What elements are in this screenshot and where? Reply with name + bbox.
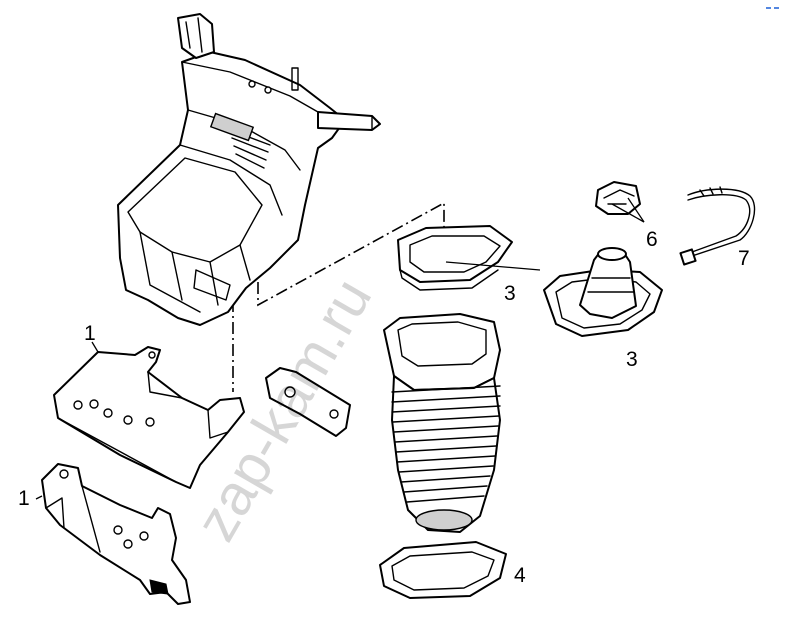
callouts: 1 1 3 3 4 6 7 (18, 228, 750, 587)
leader-lines (35, 197, 645, 500)
callout-7: 7 (738, 247, 750, 270)
callout-1-lower: 1 (18, 487, 30, 510)
callout-1-upper: 1 (84, 322, 96, 345)
gear-boot (543, 247, 663, 337)
callout-6: 6 (646, 228, 658, 251)
callout-4: 4 (514, 564, 526, 587)
bellows-boot (383, 313, 501, 533)
callout-3-frame: 3 (504, 282, 516, 305)
console-housing (117, 13, 381, 326)
clip-6 (595, 181, 641, 215)
seal-4 (379, 541, 507, 599)
bracket-upper (53, 346, 351, 489)
bracket-lower (41, 463, 191, 605)
callout-3-boot: 3 (626, 348, 638, 371)
cable-tie-7 (679, 186, 756, 266)
boot-frame-upper (397, 225, 513, 291)
